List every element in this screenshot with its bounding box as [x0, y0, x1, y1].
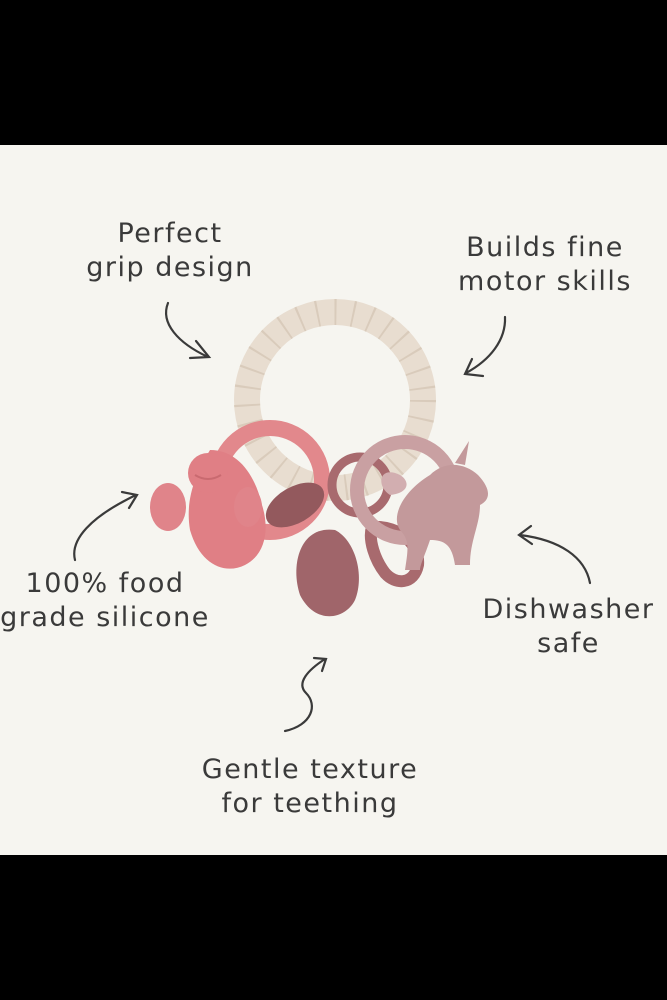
callout-gentle-texture: Gentle texture for teething — [201, 754, 419, 819]
callout-grip-design: Perfect grip design — [86, 218, 254, 283]
arrow-gentle-icon — [283, 656, 328, 733]
callout-dishwasher-safe: Dishwasher safe — [482, 594, 655, 659]
arrow-grip-icon — [165, 301, 212, 360]
product-panel: Perfect grip design Builds fine motor sk… — [0, 145, 667, 855]
arrow-motor-icon — [463, 315, 507, 378]
pink-fairy-ring — [150, 420, 330, 569]
arrow-food-icon — [73, 490, 139, 562]
rose-unicorn-ring — [350, 435, 488, 570]
callout-motor-skills: Builds fine motor skills — [458, 232, 632, 297]
callout-food-grade: 100% food grade silicone — [0, 568, 210, 633]
cream-bead-ring — [234, 299, 436, 501]
callout-arrows — [73, 301, 592, 733]
arrow-dish-icon — [517, 524, 592, 585]
teether-illustration — [73, 299, 592, 733]
